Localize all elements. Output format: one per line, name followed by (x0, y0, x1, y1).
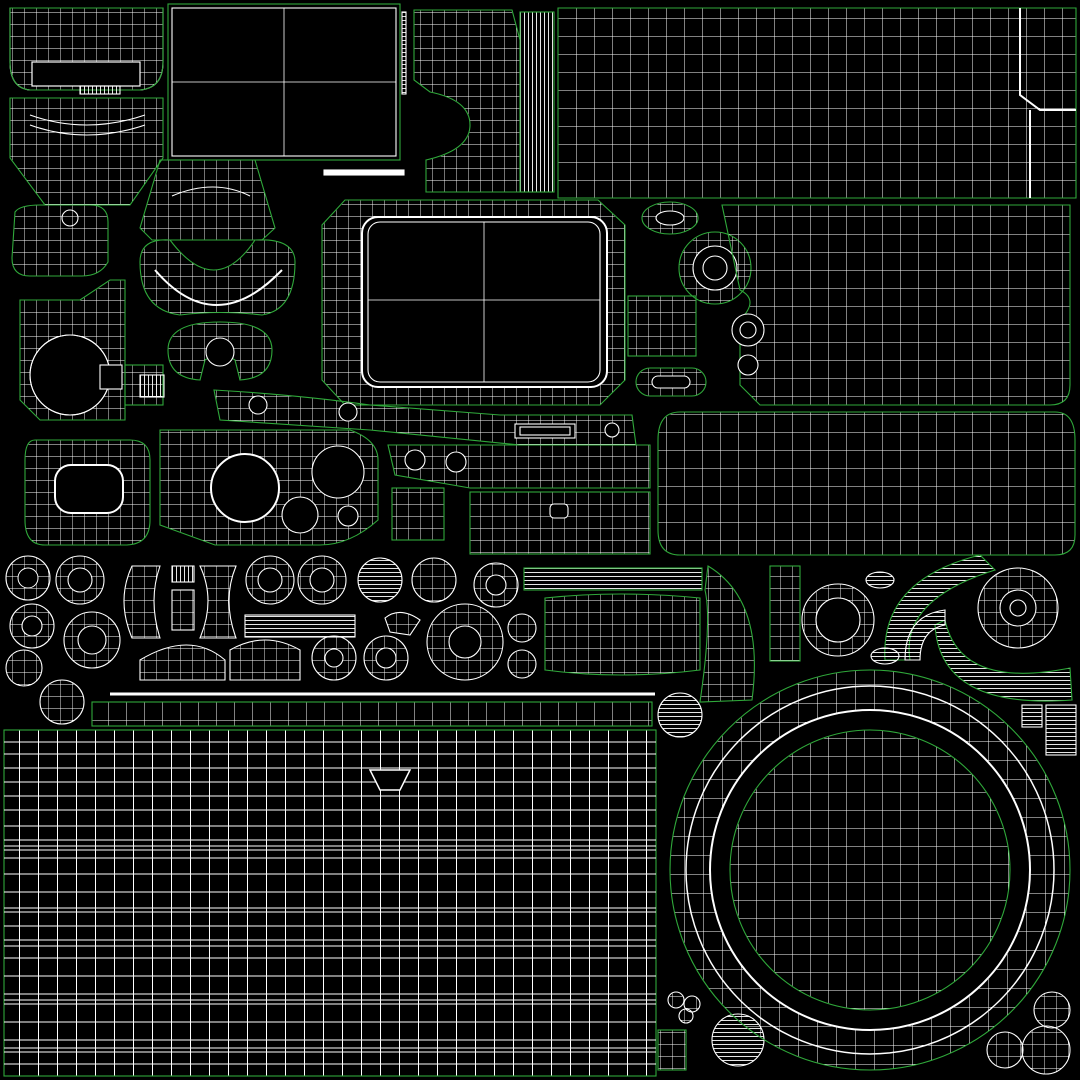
uv-shell-body-wrap (3, 729, 657, 1077)
uv-shell-thin-bar-h (323, 169, 405, 176)
uv-shell-side-arcs (123, 565, 421, 681)
uv-shell-hood (139, 159, 276, 241)
uv-shell-body-back (721, 204, 1071, 406)
uv-shell-pill (635, 367, 707, 397)
uv-shell-square-soft (24, 439, 151, 546)
uv-shell-body-top (557, 7, 1077, 199)
uv-shell-lens-ring (669, 669, 1071, 1071)
uv-shell-lcd-frame (321, 199, 626, 406)
uv-shell-connector-strip (79, 85, 121, 95)
uv-shell-curved-band (699, 565, 801, 703)
uv-shell-block-small (391, 487, 445, 541)
uv-shell-arc-upper (139, 239, 296, 316)
uv-shell-thin-bar-v (401, 11, 407, 95)
uv-shell-dense-arcs (865, 554, 1073, 702)
uv-shell-grip-front (413, 9, 521, 193)
uv-shell-barrel (544, 593, 701, 676)
uv-shell-stripe-band (523, 567, 703, 591)
uv-shell-knob (124, 364, 165, 406)
uv-shell-grip-side (657, 411, 1076, 556)
uv-shell-screen-back (167, 3, 401, 161)
uv-shell-eyecup (9, 97, 164, 206)
uv-shell-corner-bits (657, 704, 1077, 1071)
uv-shell-side-tab (627, 295, 697, 357)
uv-shell-grip-strip (519, 11, 555, 193)
uv-shell-viewfinder-top (9, 7, 164, 91)
uv-shell-mode-dial-plate (159, 429, 379, 546)
uv-shells (3, 3, 1077, 1077)
uv-shell-small-oval (641, 201, 699, 235)
uv-shell-lens-mount (19, 279, 126, 421)
uv-shell-strap-mid (387, 444, 651, 489)
uv-shell-button-cap (11, 204, 109, 277)
uv-shell-battery-door (469, 491, 651, 555)
uv-shell-ring-open (167, 321, 273, 381)
uv-shell-rail-wide (91, 701, 653, 727)
